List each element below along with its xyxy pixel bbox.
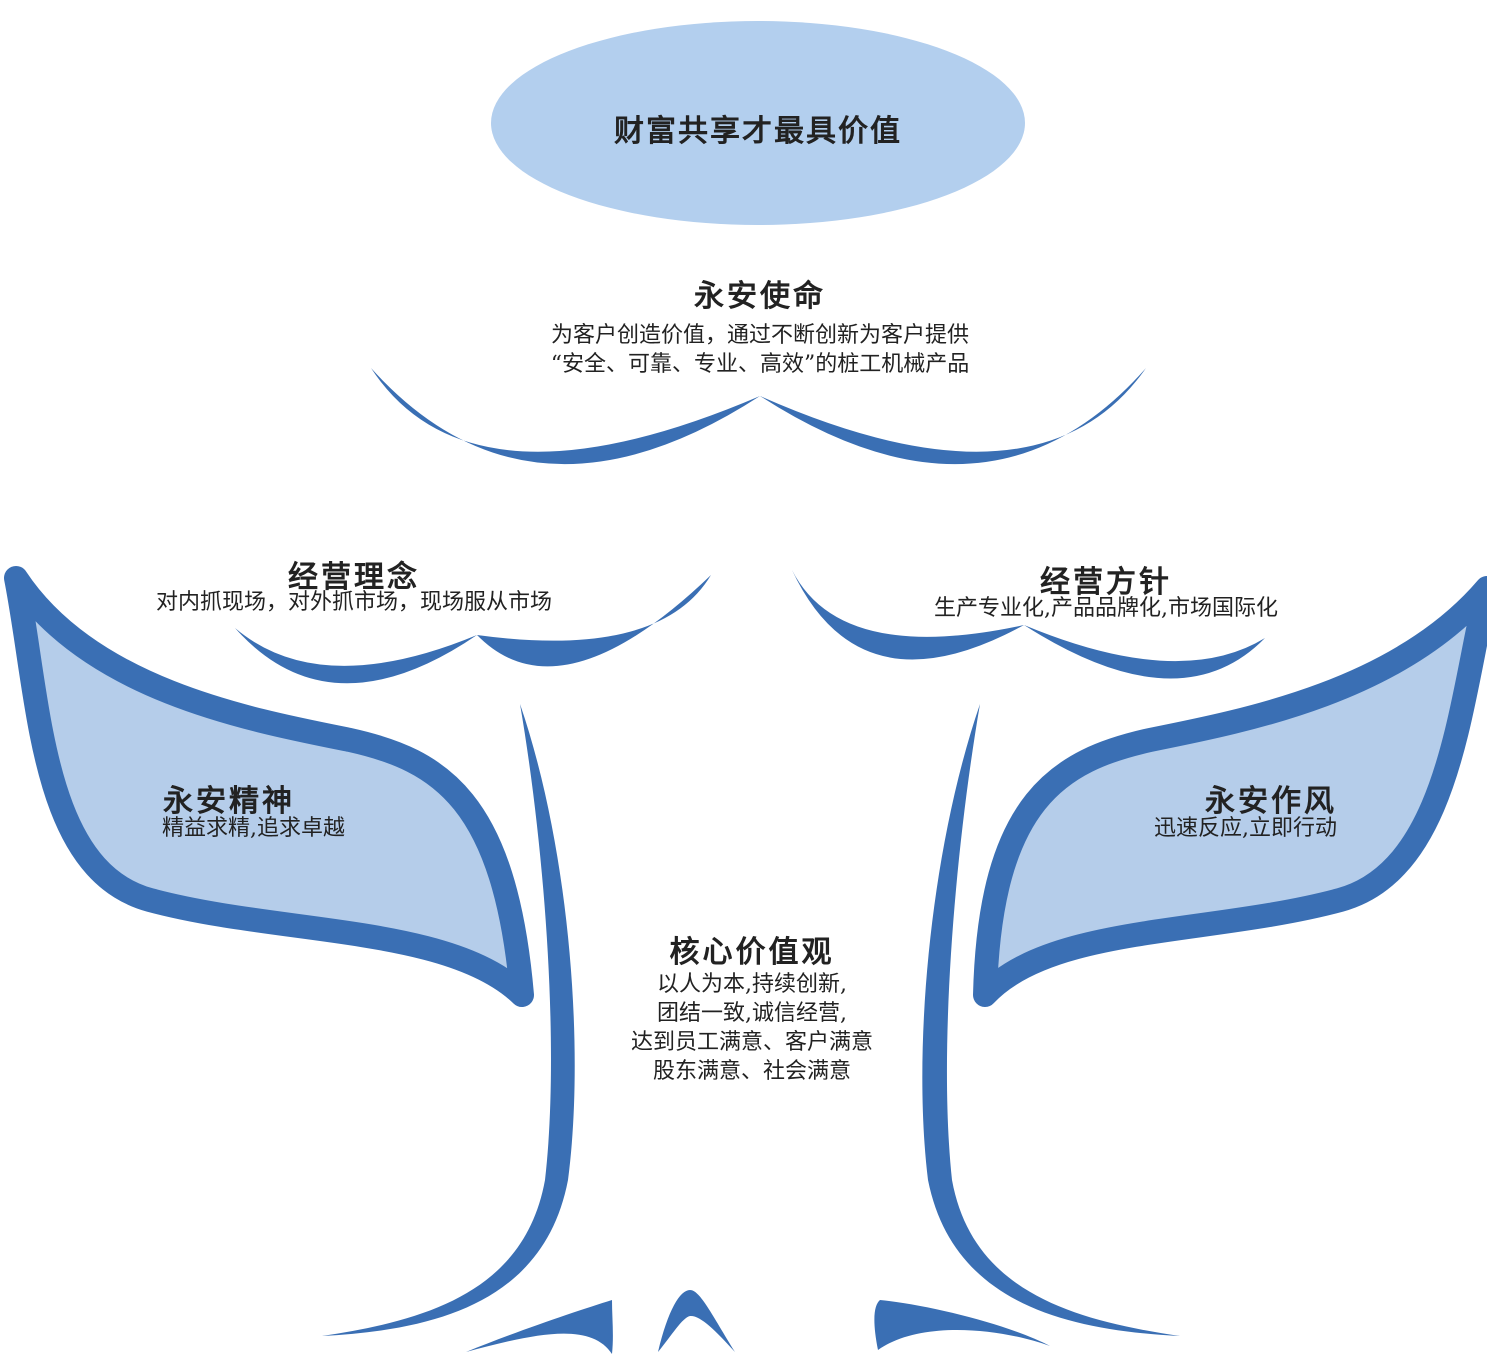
top-ellipse: [491, 21, 1025, 225]
mission-line-2: “安全、可靠、专业、高效”的桩工机械产品: [550, 352, 970, 377]
root-right: [874, 1300, 1050, 1350]
philosophy-arc-right: [477, 575, 711, 667]
top-ellipse-label: 财富共享才最具价值: [614, 114, 902, 149]
policy-arc-left: [792, 570, 1024, 660]
core-title: 核心价值观: [669, 935, 835, 970]
spirit-text: 精益求精,追求卓越: [162, 816, 345, 841]
style-title: 永安作风: [1205, 784, 1337, 819]
philosophy-title: 经营理念: [288, 560, 420, 595]
mission-arc-right: [760, 368, 1146, 465]
style-text: 迅速反应,立即行动: [1154, 816, 1337, 841]
mission-title: 永安使命: [694, 279, 826, 314]
root-left: [466, 1300, 613, 1354]
core-line-4: 股东满意、社会满意: [652, 1059, 851, 1084]
policy-text: 生产专业化,产品品牌化,市场国际化: [934, 596, 1278, 621]
root-center: [658, 1290, 735, 1352]
philosophy-arc-left: [235, 628, 477, 684]
spirit-leaf: [4, 566, 534, 1007]
mission-arc-left: [371, 368, 760, 465]
philosophy-text: 对内抓现场，对外抓市场，现场服从市场: [155, 590, 552, 615]
spirit-title: 永安精神: [163, 784, 295, 819]
style-leaf: [973, 576, 1487, 1007]
policy-arc-right: [1024, 625, 1265, 679]
core-line-1: 以人为本,持续创新,: [657, 972, 847, 997]
policy-title: 经营方针: [1040, 565, 1172, 600]
core-line-2: 团结一致,诚信经营,: [657, 1001, 847, 1026]
core-line-3: 达到员工满意、客户满意: [630, 1030, 873, 1055]
mission-line-1: 为客户创造价值，通过不断创新为客户提供: [550, 323, 969, 348]
